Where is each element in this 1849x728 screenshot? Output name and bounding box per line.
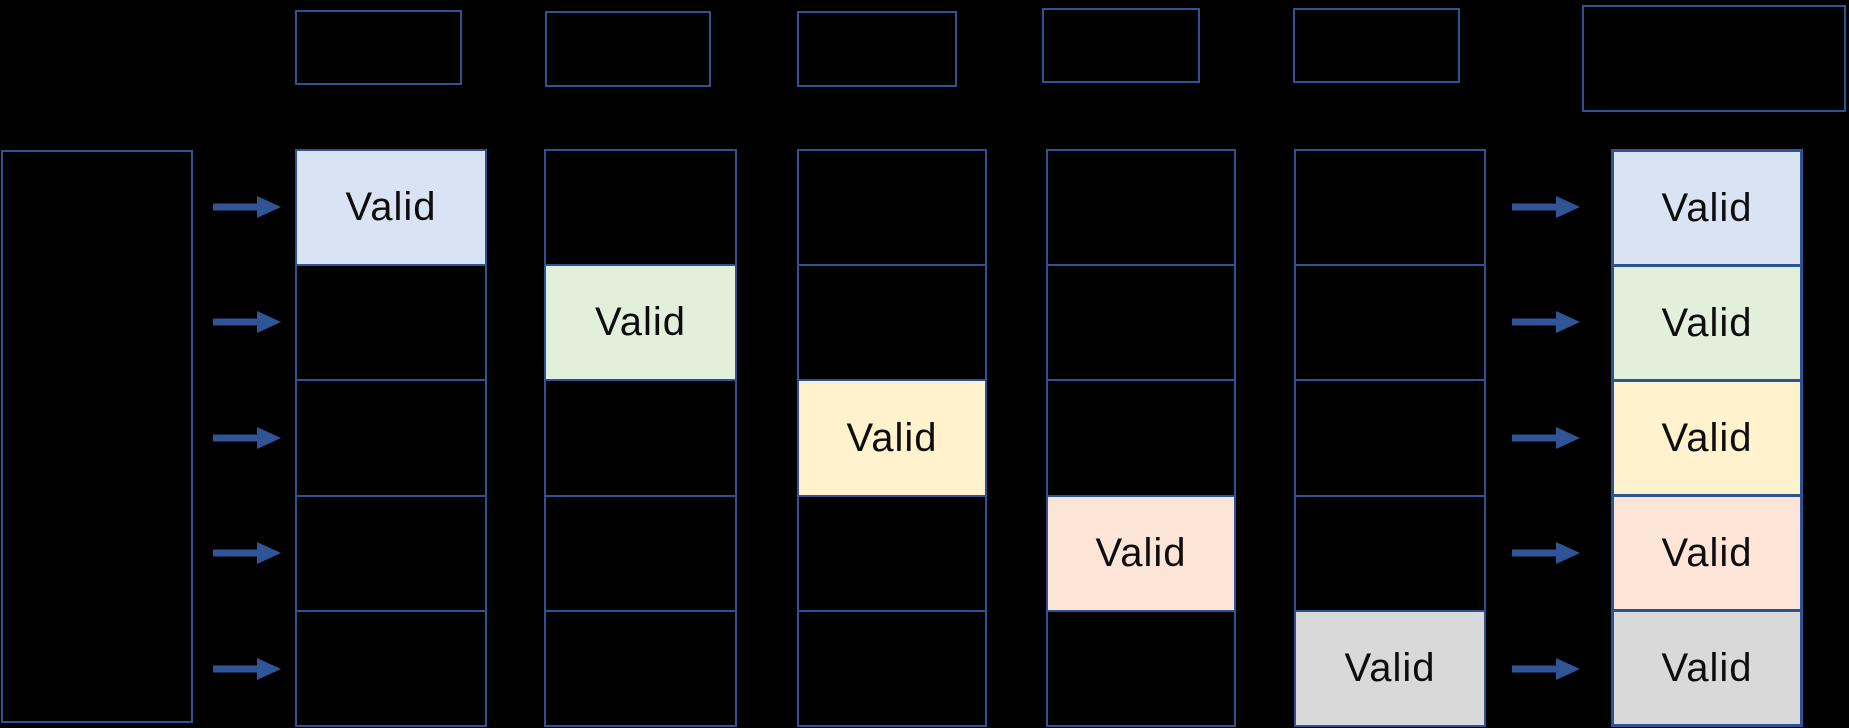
cell-empty <box>297 494 485 610</box>
cell-empty <box>1296 379 1484 494</box>
cell-valid: Valid <box>1614 379 1800 494</box>
cell-empty <box>546 379 735 494</box>
stage-table-2: Valid <box>544 149 737 727</box>
valid-label: Valid <box>846 415 938 460</box>
cell-empty <box>546 609 735 725</box>
stage-table-4: Valid <box>1046 149 1236 727</box>
right-arrow-icon <box>213 541 281 565</box>
valid-label: Valid <box>1661 645 1753 690</box>
cell-empty <box>546 494 735 610</box>
header-box-3 <box>797 11 957 87</box>
cell-valid: Valid <box>1048 494 1234 610</box>
cell-empty <box>1296 264 1484 379</box>
right-arrow-icon <box>1512 426 1580 450</box>
valid-label: Valid <box>1344 645 1436 690</box>
cell-empty <box>799 151 985 264</box>
cell-valid: Valid <box>1614 152 1800 264</box>
right-arrow-icon <box>1512 657 1580 681</box>
cell-empty <box>1048 379 1234 494</box>
right-arrow-icon <box>213 310 281 334</box>
source-box <box>1 150 193 723</box>
cell-empty <box>1048 264 1234 379</box>
cell-empty <box>297 609 485 725</box>
cell-empty <box>297 379 485 494</box>
cell-valid: Valid <box>297 151 485 265</box>
cell-valid: Valid <box>546 264 735 380</box>
result-table: Valid Valid Valid Valid Valid <box>1611 149 1803 727</box>
stage-table-1: Valid <box>295 149 487 727</box>
cell-empty <box>799 264 985 379</box>
cell-valid: Valid <box>1614 609 1800 724</box>
valid-label: Valid <box>345 185 437 230</box>
cell-valid: Valid <box>799 379 985 495</box>
valid-label: Valid <box>595 300 686 345</box>
right-arrow-icon <box>213 657 281 681</box>
cell-empty <box>297 264 485 379</box>
valid-label: Valid <box>1661 185 1753 230</box>
cell-valid: Valid <box>1614 494 1800 609</box>
valid-label: Valid <box>1661 415 1753 460</box>
valid-label: Valid <box>1095 530 1187 575</box>
right-arrow-icon <box>213 426 281 450</box>
right-arrow-icon <box>1512 195 1580 219</box>
cell-valid: Valid <box>1296 609 1484 726</box>
right-arrow-icon <box>1512 310 1580 334</box>
valid-label: Valid <box>1661 530 1753 575</box>
header-box-5 <box>1293 8 1460 83</box>
cell-empty <box>1048 151 1234 264</box>
cell-empty <box>1296 151 1484 264</box>
header-box-2 <box>545 11 711 87</box>
cell-empty <box>799 609 985 725</box>
cell-valid: Valid <box>1614 264 1800 379</box>
stage-table-3: Valid <box>797 149 987 727</box>
header-box-result <box>1582 5 1846 112</box>
cell-empty <box>546 151 735 264</box>
stage-table-5: Valid <box>1294 149 1486 727</box>
right-arrow-icon <box>213 195 281 219</box>
header-box-4 <box>1042 8 1200 83</box>
cell-empty <box>1296 494 1484 610</box>
cell-empty <box>1048 609 1234 725</box>
cell-empty <box>799 494 985 610</box>
right-arrow-icon <box>1512 541 1580 565</box>
header-box-1 <box>295 10 462 85</box>
valid-label: Valid <box>1661 300 1753 345</box>
